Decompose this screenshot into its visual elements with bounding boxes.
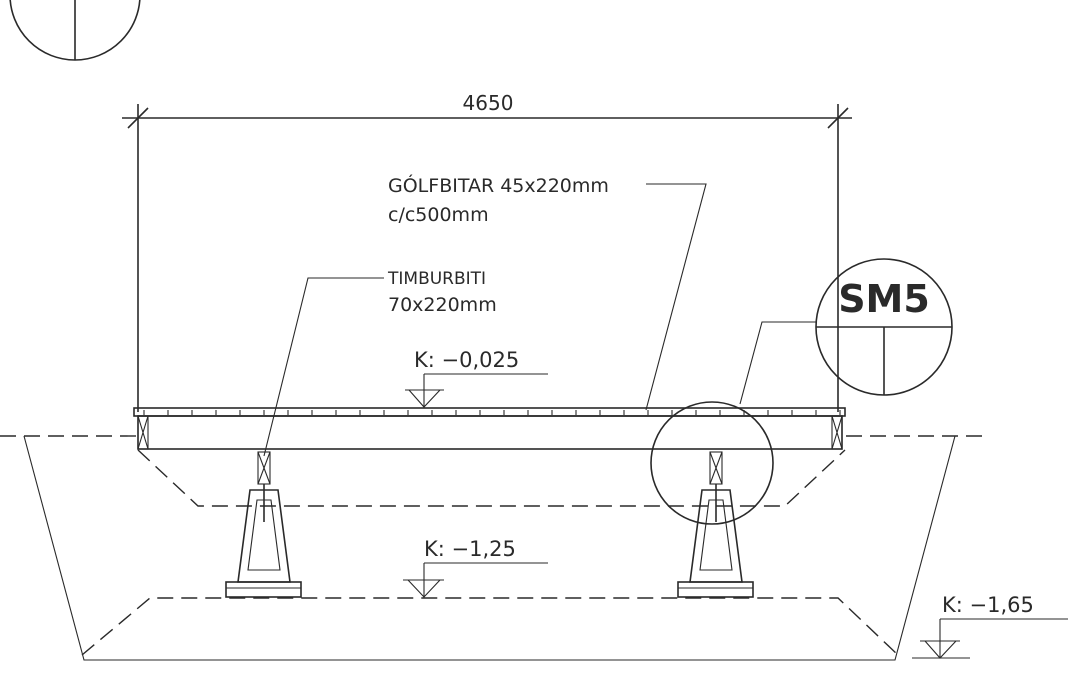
timburbiti-text-1: TIMBURBITI — [387, 269, 486, 289]
label-timburbiti: TIMBURBITI 70x220mm — [263, 269, 497, 457]
view-marker-partial — [9, 0, 141, 61]
label-golfbitar: GÓLFBITAR 45x220mm c/c500mm — [388, 173, 707, 411]
timburbiti-text-2: 70x220mm — [388, 294, 497, 316]
dimension-value: 4650 — [463, 91, 514, 115]
golfbitar-text-2: c/c500mm — [388, 204, 489, 226]
footing-left — [225, 451, 302, 598]
detail-circle — [650, 401, 774, 525]
level-marker-floor: K: −0,025 — [405, 348, 548, 408]
golfbitar-text-1: GÓLFBITAR 45x220mm — [388, 173, 609, 197]
level-marker-bottom: K: −1,25 — [403, 537, 548, 598]
level-excavation-text: K: −1,65 — [942, 593, 1034, 617]
floor-deck — [133, 407, 846, 450]
excavation-outline — [0, 435, 985, 661]
dimension-line: 4650 — [122, 91, 852, 412]
footing-right — [677, 451, 754, 598]
level-marker-excavation: K: −1,65 — [912, 593, 1068, 659]
detail-callout-sm5: SM5 — [739, 258, 953, 405]
callout-sm5-label: SM5 — [838, 277, 930, 321]
level-floor-text: K: −0,025 — [414, 348, 519, 372]
level-bottom-text: K: −1,25 — [424, 537, 516, 561]
